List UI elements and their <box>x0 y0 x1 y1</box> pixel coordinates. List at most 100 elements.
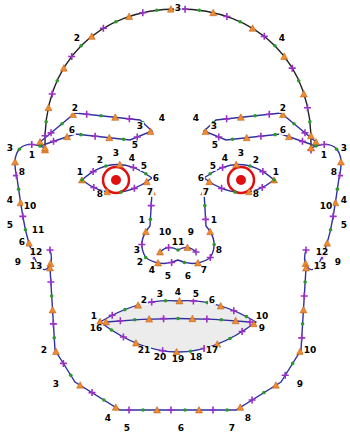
landmark-cross <box>19 213 26 220</box>
landmark-cross <box>49 90 56 97</box>
landmark-dot <box>122 137 126 141</box>
landmark-dot <box>149 218 153 222</box>
callout-number: 11 <box>31 226 46 235</box>
callout-number: 4 <box>148 266 156 275</box>
right-iris <box>228 167 254 193</box>
callout-number: 2 <box>140 296 148 305</box>
landmark-triangle <box>104 188 111 195</box>
landmark-cross <box>160 315 167 322</box>
callout-number: 6 <box>18 238 26 247</box>
landmark-triangle <box>303 265 310 272</box>
callout-number: 2 <box>279 104 287 113</box>
callout-number: 7 <box>146 188 154 197</box>
callout-number: 8 <box>330 168 338 177</box>
callout-number: 9 <box>258 324 266 333</box>
landmark-dot <box>38 144 42 148</box>
landmark-dot <box>17 187 21 191</box>
landmark-cross <box>209 407 216 414</box>
landmark-dot <box>292 122 296 126</box>
landmark-cross <box>126 115 133 122</box>
landmark-dot <box>308 120 312 124</box>
landmark-cross <box>303 247 310 254</box>
callout-number: 2 <box>96 156 104 165</box>
landmark-cross <box>193 249 200 256</box>
landmark-cross <box>50 138 57 145</box>
landmark-triangle <box>300 90 307 97</box>
left-ear <box>15 145 51 270</box>
landmark-cross <box>148 299 155 306</box>
landmark-dot <box>335 147 339 151</box>
callout-number: 3 <box>133 246 141 255</box>
callout-number: 9 <box>334 258 342 267</box>
landmark-dot <box>303 280 307 284</box>
landmark-cross <box>203 316 210 323</box>
landmark-dot <box>55 79 59 83</box>
callout-number: 1 <box>28 151 36 160</box>
landmark-triangle <box>237 404 244 411</box>
landmark-dot <box>144 256 148 260</box>
landmark-dot <box>233 190 237 194</box>
landmark-cross <box>50 320 57 327</box>
landmark-cross <box>120 334 127 341</box>
right-ear <box>305 145 341 270</box>
landmark-cross <box>304 104 311 111</box>
landmark-triangle <box>126 13 133 20</box>
landmark-cross <box>301 292 308 299</box>
landmark-cross <box>168 407 175 414</box>
landmark-triangle <box>112 114 119 121</box>
landmark-dot <box>301 322 305 326</box>
landmark-triangle <box>45 104 52 111</box>
callout-number: 18 <box>189 353 204 362</box>
callout-number: 5 <box>211 141 219 150</box>
callout-number: 2 <box>71 104 79 113</box>
landmark-dot <box>291 362 295 366</box>
landmark-triangle <box>237 114 244 121</box>
landmark-triangle <box>272 382 279 389</box>
callout-number: 1 <box>210 216 218 225</box>
callout-number: 3 <box>52 380 60 389</box>
landmark-triangle <box>47 265 54 272</box>
landmark-cross <box>219 164 226 171</box>
landmark-triangle <box>112 404 119 411</box>
callout-number: 1 <box>320 151 328 160</box>
landmark-dot <box>329 228 333 232</box>
callout-number: 4 <box>128 154 136 163</box>
landmark-dot <box>245 315 249 319</box>
landmark-cross <box>109 312 116 319</box>
callout-number: 12 <box>29 248 44 257</box>
landmark-cross <box>249 396 256 403</box>
landmark-dot <box>24 228 28 232</box>
landmark-triangle <box>233 161 240 168</box>
callout-number: 7 <box>228 424 236 433</box>
landmark-dot <box>248 164 252 168</box>
landmark-triangle <box>300 306 307 313</box>
landmark-dot <box>183 408 187 412</box>
landmark-cross <box>68 53 75 60</box>
landmark-triangle <box>206 178 213 185</box>
landmark-triangle <box>337 158 344 165</box>
landmark-dot <box>273 133 277 137</box>
landmark-cross <box>207 254 214 261</box>
landmark-cross <box>83 111 90 118</box>
callout-number: 3 <box>210 122 218 131</box>
lips-outline <box>100 301 256 352</box>
callout-number: 5 <box>6 221 14 230</box>
right-brow <box>204 113 316 146</box>
callout-number: 5 <box>131 141 139 150</box>
landmark-dot <box>253 114 257 118</box>
landmark-cross <box>261 33 268 40</box>
landmark-dot <box>238 20 242 24</box>
landmark-triangle <box>88 33 95 40</box>
landmark-triangle <box>195 407 202 414</box>
callout-number: 3 <box>6 144 14 153</box>
landmark-triangle <box>189 315 196 322</box>
landmark-dot <box>183 261 187 265</box>
callout-number: 17 <box>205 346 220 355</box>
landmark-dot <box>225 408 229 412</box>
landmark-dot <box>123 308 127 312</box>
landmark-dot <box>197 9 201 13</box>
landmark-cross <box>239 328 246 335</box>
landmark-cross <box>126 407 133 414</box>
landmark-cross <box>89 389 96 396</box>
